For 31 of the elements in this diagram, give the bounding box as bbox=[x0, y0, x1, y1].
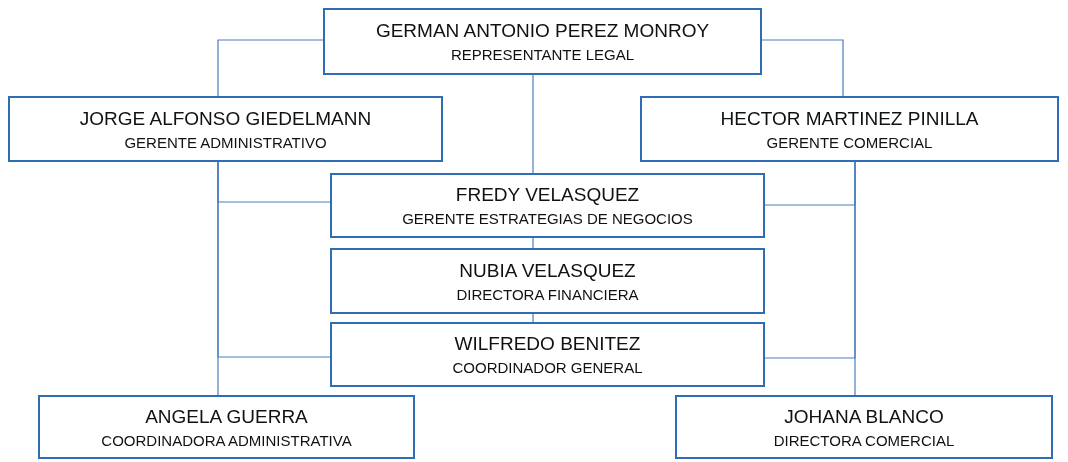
person-box bbox=[675, 395, 1053, 459]
person-name: GERMAN ANTONIO PEREZ MONROY bbox=[375, 20, 710, 42]
job-title: COORDINADOR GENERAL bbox=[452, 359, 643, 376]
job-title: DIRECTORA FINANCIERA bbox=[456, 285, 639, 303]
connector-line bbox=[217, 161, 331, 358]
person-box bbox=[323, 8, 762, 75]
connector-line bbox=[532, 313, 534, 323]
person-box bbox=[330, 322, 765, 387]
person-box bbox=[640, 96, 1059, 162]
person-name: JORGE ALFONSO GIEDELMANN bbox=[79, 107, 372, 130]
job-title: DIRECTORA COMERCIAL bbox=[773, 431, 955, 449]
job-title: REPRESENTANTE LEGAL bbox=[450, 46, 635, 63]
job-title: COORDINADORA ADMINISTRATIVA bbox=[101, 431, 352, 449]
person-name: HECTOR MARTINEZ PINILLA bbox=[720, 107, 979, 130]
person-box bbox=[330, 173, 765, 238]
connector-line bbox=[217, 39, 324, 97]
person-name: JOHANA BLANCO bbox=[784, 405, 944, 428]
person-name: ANGELA GUERRA bbox=[145, 405, 308, 428]
job-title: GERENTE ADMINISTRATIVO bbox=[124, 133, 327, 151]
connector-line bbox=[764, 161, 856, 359]
connector-line bbox=[532, 74, 534, 174]
person-box bbox=[8, 96, 443, 162]
connector-line bbox=[532, 237, 534, 249]
job-title: GERENTE COMERCIAL bbox=[766, 133, 933, 151]
person-box bbox=[38, 395, 415, 459]
person-name: FREDY VELASQUEZ bbox=[455, 184, 640, 206]
connector-line bbox=[761, 39, 844, 97]
person-name: NUBIA VELASQUEZ bbox=[459, 259, 636, 282]
job-title: GERENTE ESTRATEGIAS DE NEGOCIOS bbox=[402, 210, 693, 227]
person-name: WILFREDO BENITEZ bbox=[454, 333, 641, 355]
person-box bbox=[330, 248, 765, 314]
